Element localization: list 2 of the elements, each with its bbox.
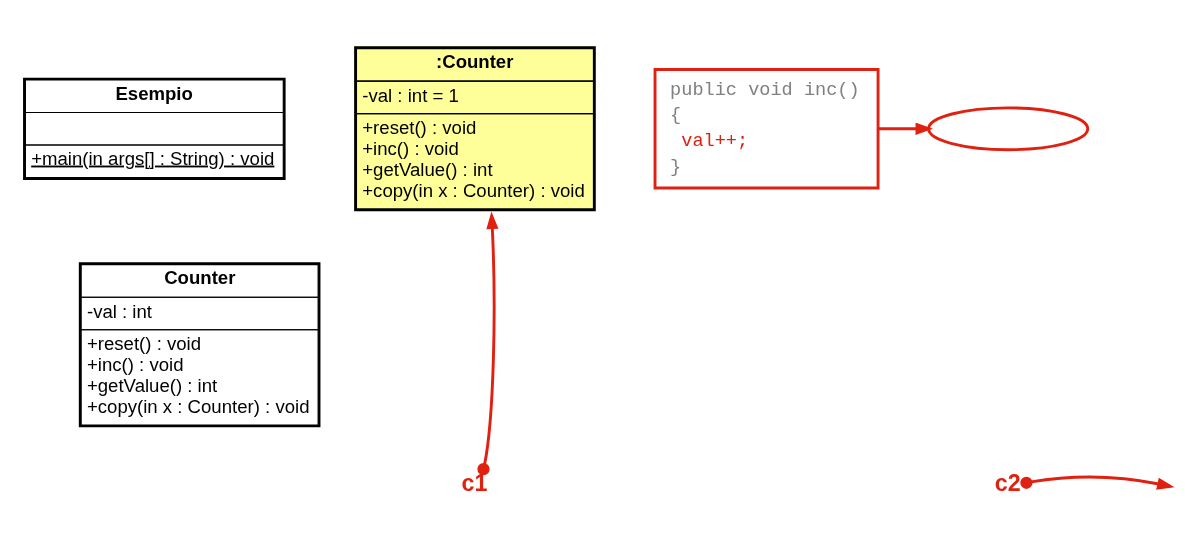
node-text: c2: [994, 469, 1021, 496]
node-text: c1: [461, 469, 488, 496]
